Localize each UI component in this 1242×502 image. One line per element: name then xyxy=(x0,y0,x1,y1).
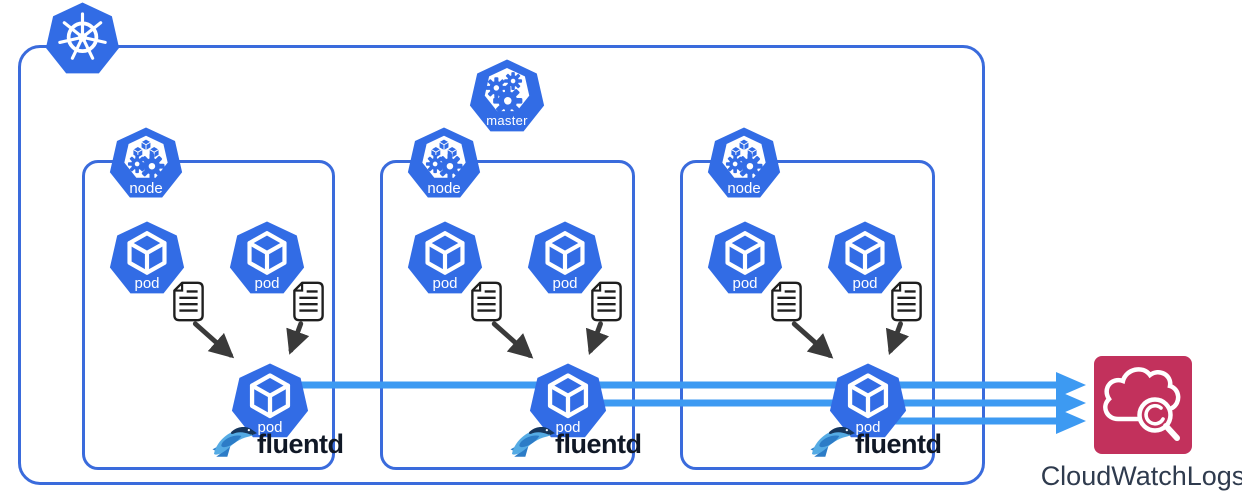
node-box-3: node pod pod pod xyxy=(680,127,942,470)
pod-icon-label: pod xyxy=(555,418,581,436)
master-icon-label: master xyxy=(486,113,528,129)
node-icon: node xyxy=(407,127,481,201)
cloudwatch-logs-icon xyxy=(1093,355,1193,455)
pod-icon: pod xyxy=(827,221,903,297)
log-to-fluentd-arrows xyxy=(192,321,310,359)
pod-icon-label: pod xyxy=(552,274,578,292)
fluentd-wordmark: fluentd xyxy=(257,429,344,459)
master-node-icon: master xyxy=(469,59,545,135)
pod-icon: pod xyxy=(707,221,783,297)
pod-icon-label: pod xyxy=(855,418,881,436)
log-file-icon xyxy=(471,281,502,322)
fluentd-logo: fluentd xyxy=(211,419,344,459)
log-to-fluentd-arrows xyxy=(491,321,610,359)
fluentd-bird-icon xyxy=(212,426,257,457)
node-icon-label: node xyxy=(129,179,163,197)
pod-icon: pod xyxy=(229,221,305,297)
pod-icon-label: pod xyxy=(432,274,458,292)
fluentd-wordmark: fluentd xyxy=(555,429,642,459)
fluentd-pod-icon: pod xyxy=(529,363,607,441)
pod-icon-label: pod xyxy=(852,274,878,292)
kubernetes-logo-icon xyxy=(45,2,120,77)
fluentd-wordmark: fluentd xyxy=(855,429,942,459)
fluentd-bird-icon xyxy=(510,426,555,457)
fluentd-logo: fluentd xyxy=(509,419,642,459)
node-icon-label: node xyxy=(727,179,761,197)
log-file-icon xyxy=(293,281,324,322)
log-file-icon xyxy=(891,281,922,322)
log-file-icon xyxy=(173,281,204,322)
pod-icon-label: pod xyxy=(732,274,758,292)
cloudwatch-logs-label: CloudWatchLogs xyxy=(1040,461,1242,491)
node-icon: node xyxy=(707,127,781,201)
pod-icon-label: pod xyxy=(257,418,283,436)
pod-icon-label: pod xyxy=(254,274,280,292)
node-icon: node xyxy=(109,127,183,201)
fluentd-pod-icon: pod xyxy=(231,363,309,441)
log-to-fluentd-arrows xyxy=(791,321,910,359)
pod-icon-label: pod xyxy=(134,274,160,292)
log-file-icon xyxy=(591,281,622,322)
pod-icon: pod xyxy=(527,221,603,297)
cloudwatch-logs-destination: CloudWatchLogs xyxy=(1040,355,1242,492)
pod-icon: pod xyxy=(109,221,185,297)
node-box-2: node pod pod pod xyxy=(380,127,642,470)
node-box-1: node pod pod pod xyxy=(82,127,344,470)
fluentd-bird-icon xyxy=(810,426,855,457)
node-icon-label: node xyxy=(427,179,461,197)
log-file-icon xyxy=(771,281,802,322)
fluentd-logo: fluentd xyxy=(809,419,942,459)
kubernetes-cluster-boundary xyxy=(18,45,985,485)
pod-icon: pod xyxy=(407,221,483,297)
fluentd-pod-icon: pod xyxy=(829,363,907,441)
